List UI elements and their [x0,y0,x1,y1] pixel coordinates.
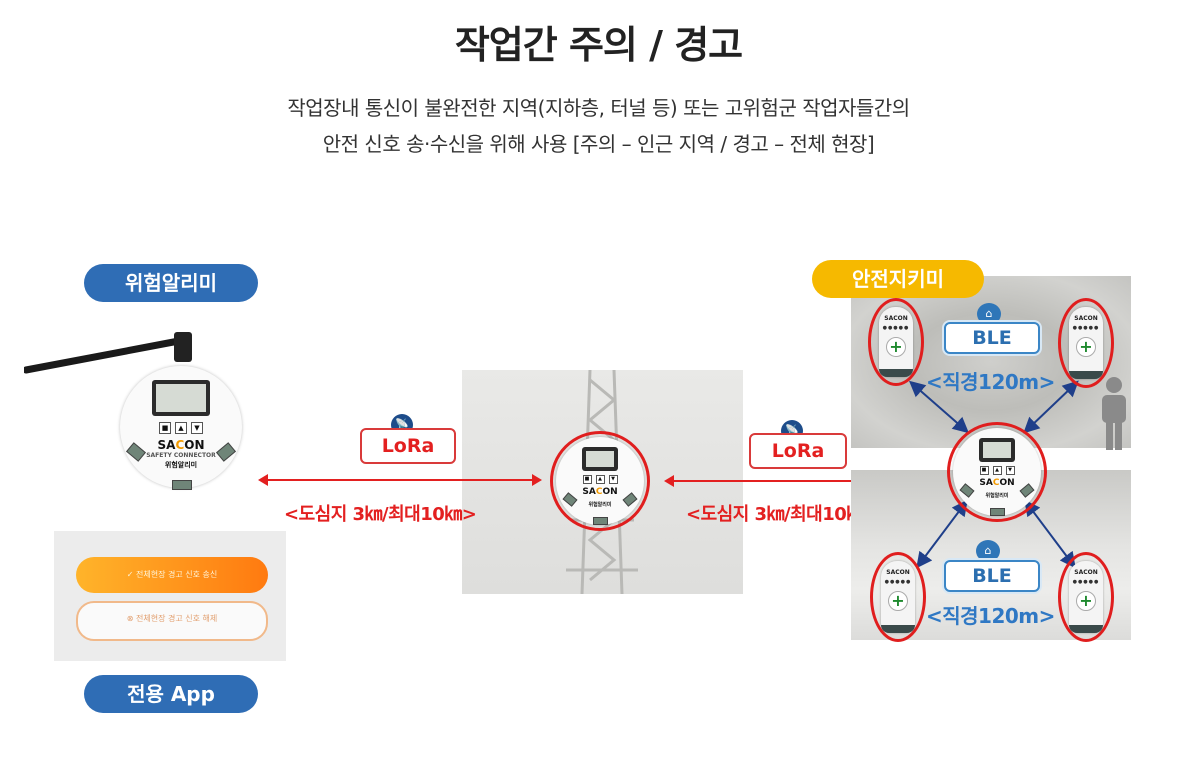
ble-link-arrows [908,380,1079,569]
plus-icon: + [888,591,908,611]
cancel-warning-button[interactable]: ⊗ 전체현장 경고 신호 해제 [76,601,268,641]
person-icon [1102,377,1126,450]
wearable-device: SACON●●●●●+ [1058,552,1114,642]
lora-link-arrow-left [258,474,542,486]
ble-arrow-bottom-left [916,499,968,569]
ble-range-bottom: <직경120m> [926,604,1055,628]
description-line-2: 안전 신호 송·수신을 위해 사용 [주의 – 인근 지역 / 경고 – 전체 … [322,132,875,156]
send-warning-button[interactable]: ✓ 전체현장 경고 신호 송신 [76,557,268,593]
sacon-logo: SACON [979,478,1015,488]
ble-label-bottom: BLE [944,560,1040,592]
sacon-logo: SACON [582,487,618,497]
app-screenshot: ✓ 전체현장 경고 신호 송신 ⊗ 전체현장 경고 신호 해제 [54,531,286,661]
lora-label-left: LoRa [360,428,456,464]
relay-device: ■▲▼ SACON 위험알리미 [556,437,644,525]
wearable-device: SACON●●●●●+ [1058,298,1114,388]
plus-icon: + [886,337,906,357]
router-icon: ⌂ [976,540,1000,562]
danger-alarm-device: ■▲▼ SACON SAFETY CONNECTOR 위험알리미 [24,310,254,490]
plus-icon: + [1076,591,1096,611]
safety-keeper-badge: 안전지키미 [812,260,984,298]
page-title: 작업간 주의 / 경고 [454,23,743,67]
sacon-logo: SACON [157,438,205,452]
hub-device: ■▲▼ SACON 위험알리미 [953,428,1041,516]
wearable-device: SACON●●●●●+ [870,552,926,642]
dedicated-app-badge: 전용 App [84,675,258,713]
x-circle-icon: ⊗ [126,614,136,623]
ble-arrow-top-left [908,380,970,434]
hub-device-highlight: ■▲▼ SACON 위험알리미 [947,422,1047,522]
router-icon: ⌂ [977,303,1001,325]
relay-device-highlight: ■▲▼ SACON 위험알리미 [550,431,650,531]
wearable-device: SACON●●●●●+ [868,298,924,386]
antenna-icon [24,332,192,374]
lora-label-right: LoRa [749,433,847,469]
description-line-1: 작업장내 통신이 불완전한 지역(지하층, 터널 등) 또는 고위험군 작업자들… [287,96,910,120]
ble-arrow-bottom-right [1024,499,1076,569]
plus-icon: + [1076,337,1096,357]
lora-range-right: <도심지 3㎞/최대10㎞> [686,504,879,525]
ble-range-top: <직경120m> [926,370,1055,394]
check-circle-icon: ✓ [126,570,136,579]
ble-label-top: BLE [944,322,1040,354]
lora-range-left: <도심지 3㎞/최대10㎞> [284,504,477,525]
danger-alarm-badge: 위험알리미 [84,264,258,302]
ble-arrow-top-right [1023,380,1079,434]
